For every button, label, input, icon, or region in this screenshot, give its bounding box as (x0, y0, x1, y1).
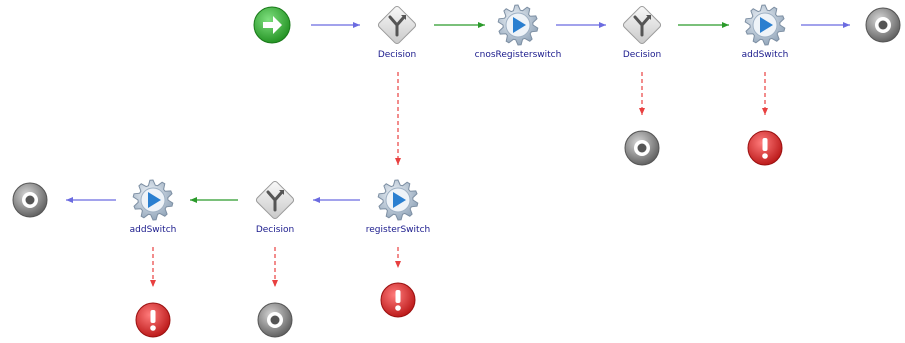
gear-play-icon (497, 4, 539, 46)
node-label-decision1: Decision (377, 50, 417, 60)
node-end2[interactable] (624, 130, 660, 166)
gear-play-icon (377, 179, 419, 221)
node-error2[interactable] (380, 282, 416, 318)
gear-play-icon (744, 4, 786, 46)
node-start[interactable] (253, 6, 291, 44)
arrow-right-circle-icon (253, 6, 291, 44)
node-error3[interactable] (135, 302, 171, 338)
edges-layer (66, 22, 850, 287)
node-label-registerSwitch: registerSwitch (365, 225, 431, 235)
stop-target-icon (257, 302, 293, 338)
branch-diamond-icon (255, 180, 295, 220)
node-end3[interactable] (257, 302, 293, 338)
node-label-addSwitch1: addSwitch (741, 50, 789, 60)
node-decision2[interactable] (622, 5, 662, 45)
node-label-decision2: Decision (622, 50, 662, 60)
node-end4[interactable] (12, 182, 48, 218)
node-cnos[interactable] (497, 4, 539, 46)
stop-target-icon (624, 130, 660, 166)
gear-play-icon (132, 179, 174, 221)
node-addSwitch2[interactable] (132, 179, 174, 221)
node-registerSwitch[interactable] (377, 179, 419, 221)
node-error1[interactable] (747, 130, 783, 166)
branch-diamond-icon (622, 5, 662, 45)
exclamation-circle-icon (380, 282, 416, 318)
stop-target-icon (12, 182, 48, 218)
node-label-decision3: Decision (255, 225, 295, 235)
stop-target-icon (865, 7, 901, 43)
node-end1[interactable] (865, 7, 901, 43)
exclamation-circle-icon (135, 302, 171, 338)
node-label-cnos: cnosRegisterswitch (474, 50, 562, 60)
branch-diamond-icon (377, 5, 417, 45)
nodes-layer (12, 4, 901, 338)
node-decision1[interactable] (377, 5, 417, 45)
node-label-addSwitch2: addSwitch (129, 225, 177, 235)
node-addSwitch1[interactable] (744, 4, 786, 46)
node-decision3[interactable] (255, 180, 295, 220)
exclamation-circle-icon (747, 130, 783, 166)
